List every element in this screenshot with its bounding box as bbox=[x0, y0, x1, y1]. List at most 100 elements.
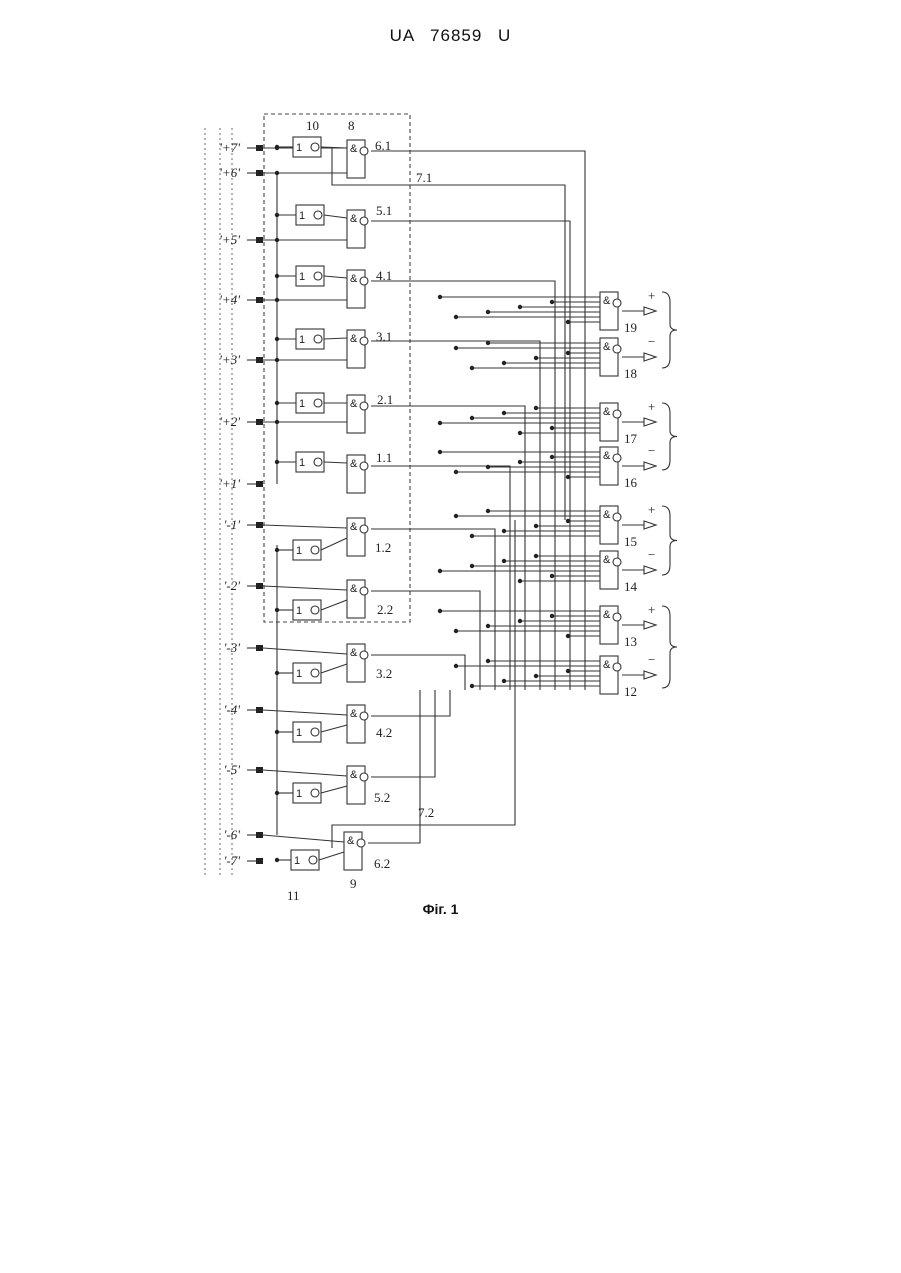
input-terminal bbox=[256, 297, 263, 303]
not-symbol: 1 bbox=[296, 545, 302, 557]
and-gate-number: 6.1 bbox=[375, 138, 391, 153]
inversion-bubble bbox=[613, 454, 621, 462]
output-sign-label: + bbox=[648, 602, 655, 617]
and-symbol: & bbox=[603, 509, 611, 521]
output-arrow bbox=[644, 566, 656, 574]
junction-dot bbox=[566, 475, 570, 479]
junction-dot bbox=[534, 356, 538, 360]
output-gate-number: 19 bbox=[624, 320, 637, 335]
output-pair-brace bbox=[662, 606, 677, 688]
output-arrow bbox=[644, 418, 656, 426]
and-symbol: & bbox=[350, 398, 358, 410]
output-and-gate: & bbox=[600, 606, 621, 644]
junction-dot bbox=[275, 337, 279, 341]
and-symbol: & bbox=[347, 835, 355, 847]
junction-dot bbox=[438, 569, 442, 573]
junction-dot bbox=[502, 529, 506, 533]
inversion-bubble bbox=[311, 728, 319, 736]
and-symbol: & bbox=[603, 554, 611, 566]
junction-dot bbox=[518, 619, 522, 623]
input-label: '+6' bbox=[219, 165, 240, 180]
output-gate-number: 13 bbox=[624, 634, 637, 649]
junction-dot bbox=[275, 608, 279, 612]
input-label: '+2' bbox=[219, 414, 240, 429]
not-gate: 1 bbox=[291, 850, 319, 870]
output-gate-number: 16 bbox=[624, 475, 638, 490]
junction-dot bbox=[566, 519, 570, 523]
output-arrow bbox=[644, 307, 656, 315]
not-gate: 1 bbox=[296, 205, 324, 225]
junction-dot bbox=[438, 450, 442, 454]
junction-dot bbox=[275, 671, 279, 675]
and-gate-number: 2.1 bbox=[377, 392, 393, 407]
input-label: '-2' bbox=[224, 578, 241, 593]
and-symbol: & bbox=[350, 708, 358, 720]
wire bbox=[263, 525, 347, 528]
output-arrow bbox=[644, 621, 656, 629]
inversion-bubble bbox=[360, 712, 368, 720]
inversion-bubble bbox=[314, 399, 322, 407]
inversion-bubble bbox=[309, 856, 317, 864]
and-symbol: & bbox=[350, 458, 358, 470]
inversion-bubble bbox=[360, 217, 368, 225]
not-symbol: 1 bbox=[296, 142, 302, 154]
junction-dot bbox=[454, 514, 458, 518]
input-label: '-5' bbox=[224, 762, 241, 777]
input-label: '-6' bbox=[224, 827, 241, 842]
and-gate-number: 5.2 bbox=[374, 790, 390, 805]
input-label: '-3' bbox=[224, 640, 241, 655]
output-arrow bbox=[644, 353, 656, 361]
junction-dot bbox=[470, 534, 474, 538]
not-symbol: 1 bbox=[296, 788, 302, 800]
not-gate: 1 bbox=[293, 540, 321, 560]
inversion-bubble bbox=[613, 663, 621, 671]
input-terminal bbox=[256, 583, 263, 589]
junction-dot bbox=[275, 858, 279, 862]
input-terminal bbox=[256, 419, 263, 425]
and-symbol: & bbox=[350, 583, 358, 595]
inversion-bubble bbox=[360, 525, 368, 533]
junction-dot bbox=[275, 730, 279, 734]
output-bus bbox=[371, 281, 555, 690]
wire bbox=[263, 648, 347, 654]
output-bus bbox=[371, 406, 525, 690]
not-symbol: 1 bbox=[299, 457, 305, 469]
inversion-bubble bbox=[311, 669, 319, 677]
junction-dot bbox=[438, 295, 442, 299]
output-arrow bbox=[644, 462, 656, 470]
output-arrow bbox=[644, 521, 656, 529]
inversion-bubble bbox=[360, 462, 368, 470]
and-symbol: & bbox=[603, 295, 611, 307]
wire bbox=[263, 586, 347, 590]
and-gate-number: 1.2 bbox=[375, 540, 391, 555]
and-symbol: & bbox=[350, 143, 358, 155]
junction-dot bbox=[502, 361, 506, 365]
junction-dot bbox=[275, 358, 279, 362]
and-symbol: & bbox=[350, 769, 358, 781]
and-gate-number: 2.2 bbox=[377, 602, 393, 617]
output-bus bbox=[371, 151, 585, 690]
junction-dot bbox=[550, 455, 554, 459]
inversion-bubble bbox=[613, 345, 621, 353]
line-label-7-2: 7.2 bbox=[418, 805, 434, 820]
junction-dot bbox=[470, 366, 474, 370]
junction-dot bbox=[438, 609, 442, 613]
and-gate: & bbox=[347, 210, 368, 248]
block-label-10: 10 bbox=[306, 118, 319, 133]
junction-dot bbox=[438, 421, 442, 425]
and-gate: & bbox=[347, 580, 368, 618]
block-label-9: 9 bbox=[350, 876, 357, 891]
and-gate-number: 3.1 bbox=[376, 329, 392, 344]
output-sign-label: + bbox=[648, 502, 655, 517]
not-symbol: 1 bbox=[294, 855, 300, 867]
input-label: '-4' bbox=[224, 702, 241, 717]
output-gate-number: 14 bbox=[624, 579, 638, 594]
output-arrow bbox=[644, 671, 656, 679]
and-gate: & bbox=[347, 270, 368, 308]
and-gate-number: 5.1 bbox=[376, 203, 392, 218]
inversion-bubble bbox=[613, 410, 621, 418]
input-terminal bbox=[256, 145, 263, 151]
junction-dot bbox=[534, 524, 538, 528]
and-symbol: & bbox=[603, 450, 611, 462]
